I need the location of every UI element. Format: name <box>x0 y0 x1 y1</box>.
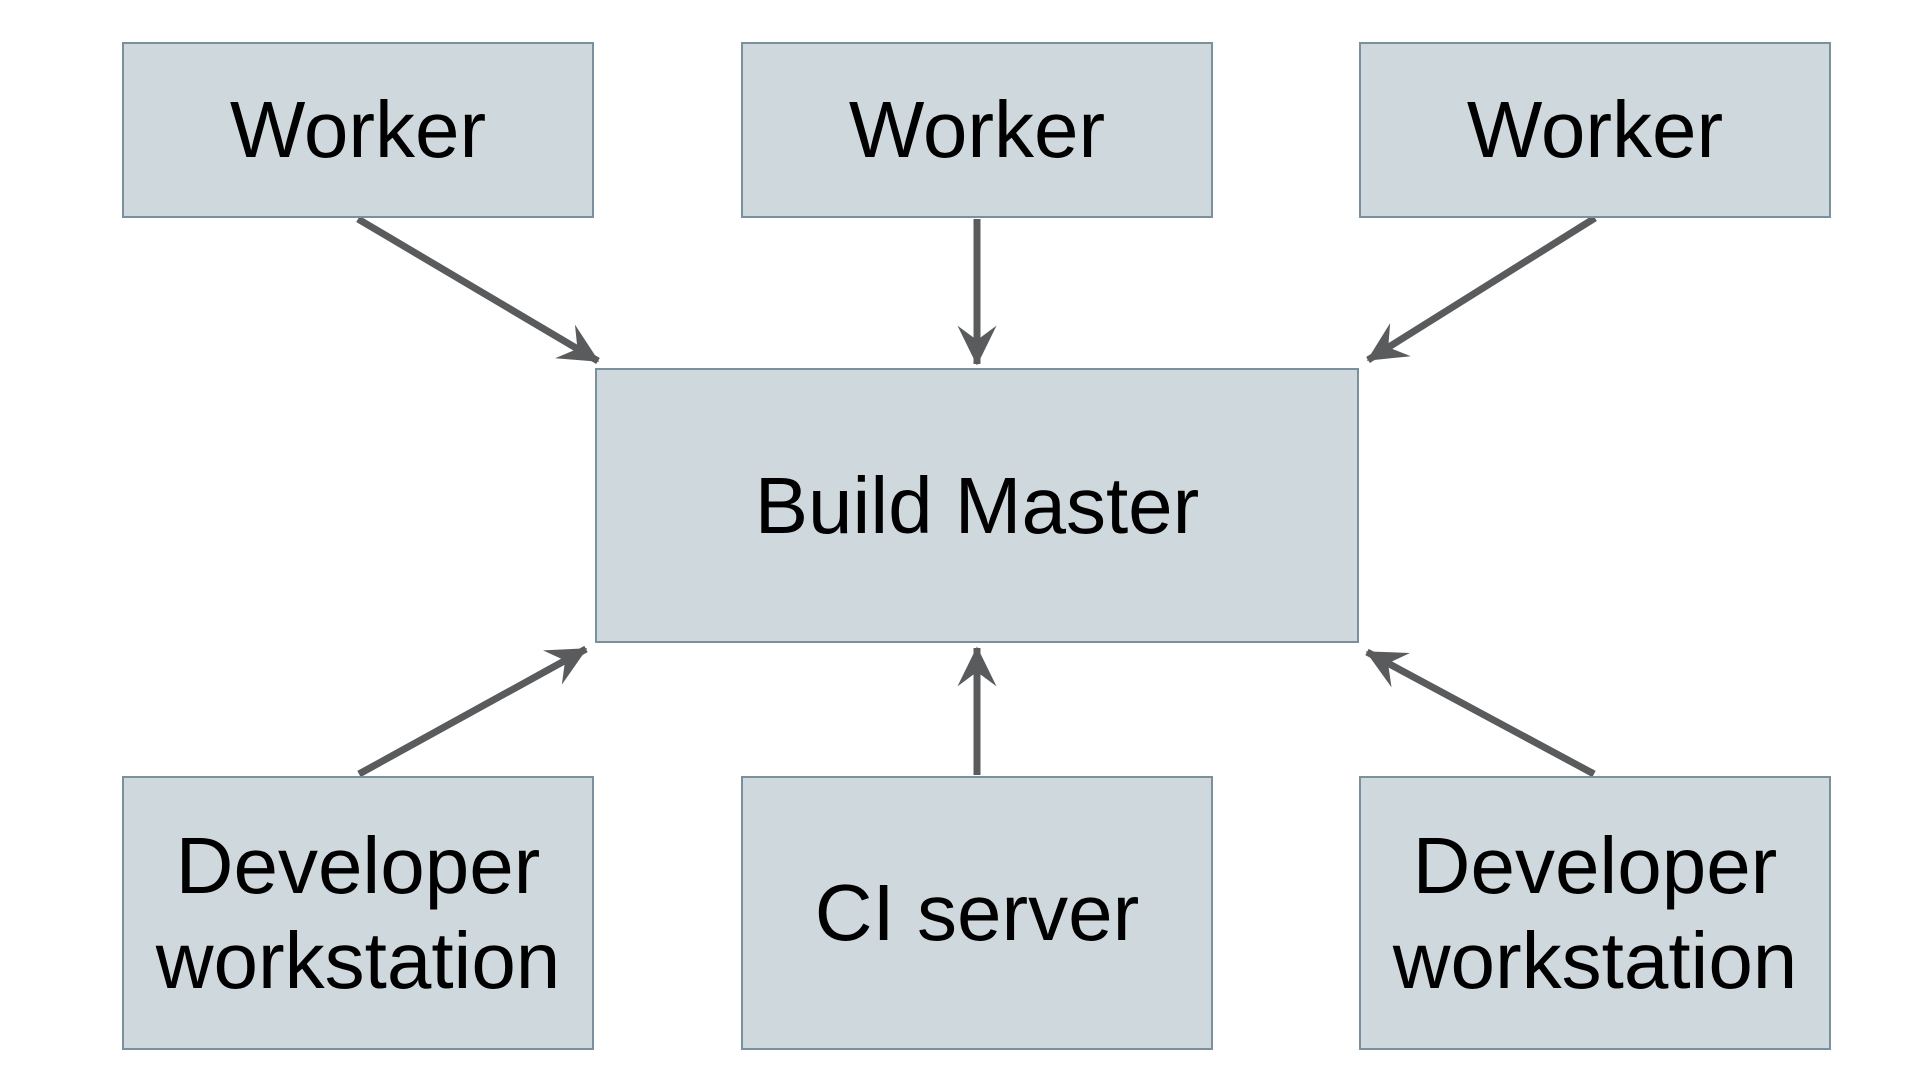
node-ci-server: CI server <box>741 776 1213 1050</box>
node-developer-workstation-right-label: Developer workstation <box>1392 820 1798 1005</box>
node-developer-workstation-left-label: Developer workstation <box>155 820 561 1005</box>
node-developer-workstation-right: Developer workstation <box>1359 776 1831 1050</box>
arrow-developer-workstation-left-to-build-master <box>357 645 588 778</box>
node-worker-3: Worker <box>1359 42 1831 218</box>
node-developer-workstation-left: Developer workstation <box>122 776 594 1050</box>
node-build-master: Build Master <box>595 368 1359 643</box>
arrow-developer-workstation-right-to-build-master <box>1365 648 1596 778</box>
node-worker-1-label: Worker <box>229 85 487 175</box>
node-worker-2-label: Worker <box>848 85 1106 175</box>
node-ci-server-label: CI server <box>814 868 1140 958</box>
node-worker-2: Worker <box>741 42 1213 218</box>
arrow-worker-1-to-build-master <box>356 215 600 365</box>
arrow-worker-3-to-build-master <box>1366 215 1597 363</box>
node-worker-3-label: Worker <box>1466 85 1724 175</box>
node-worker-1: Worker <box>122 42 594 218</box>
node-build-master-label: Build Master <box>754 460 1200 550</box>
